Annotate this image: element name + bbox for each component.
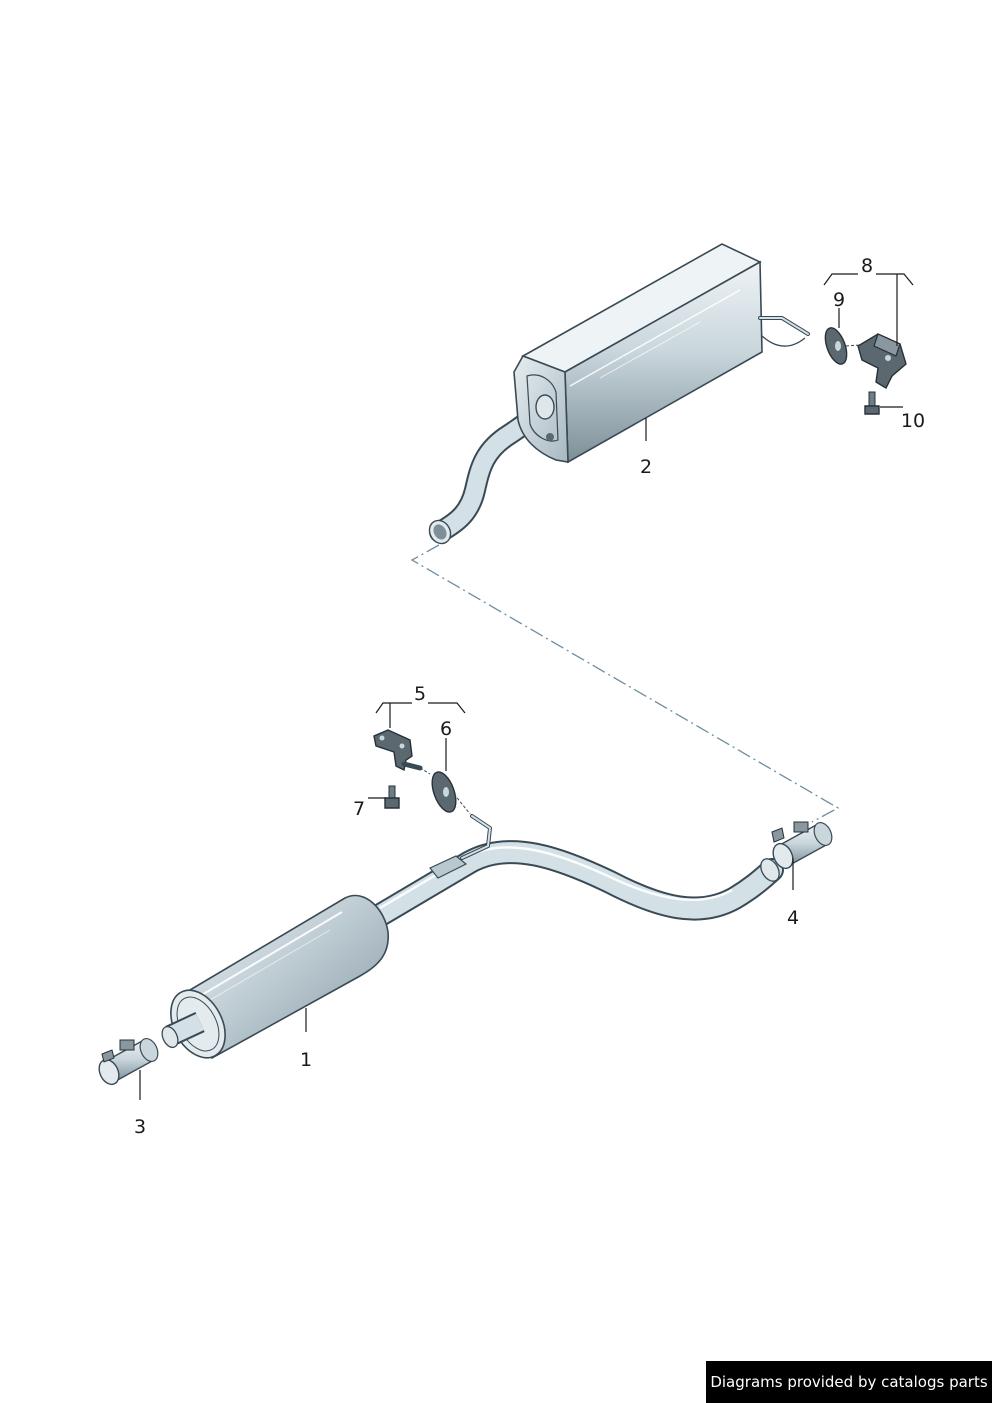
clamp-3 [98,1038,159,1086]
callout-6: 6 [440,718,452,740]
callout-3: 3 [134,1116,146,1138]
credit-text: Diagrams provided by catalogs parts [710,1373,988,1391]
leader-lines [139,273,914,1100]
rubber-mount-6 [431,771,471,815]
connection-line [410,544,840,823]
bolt-7 [384,785,400,809]
callout-4: 4 [787,907,799,929]
center-silencer-pipe [161,814,784,1060]
callout-1: 1 [300,1049,312,1071]
callout-10: 10 [901,410,925,432]
callout-2: 2 [640,456,652,478]
callout-8: 8 [861,255,873,277]
callout-9: 9 [833,289,845,311]
bolt-10 [864,391,880,415]
bracket-5 [373,729,431,775]
rubber-mount-9 [824,327,861,365]
rear-silencer [428,243,810,545]
clamp-4 [771,821,833,870]
callout-labels: 1 2 3 4 5 6 7 8 9 10 [134,255,925,1138]
callout-7: 7 [353,798,365,820]
credit-banner: Diagrams provided by catalogs parts [706,1361,992,1403]
bracket-8 [857,333,907,389]
callout-5: 5 [414,683,426,705]
